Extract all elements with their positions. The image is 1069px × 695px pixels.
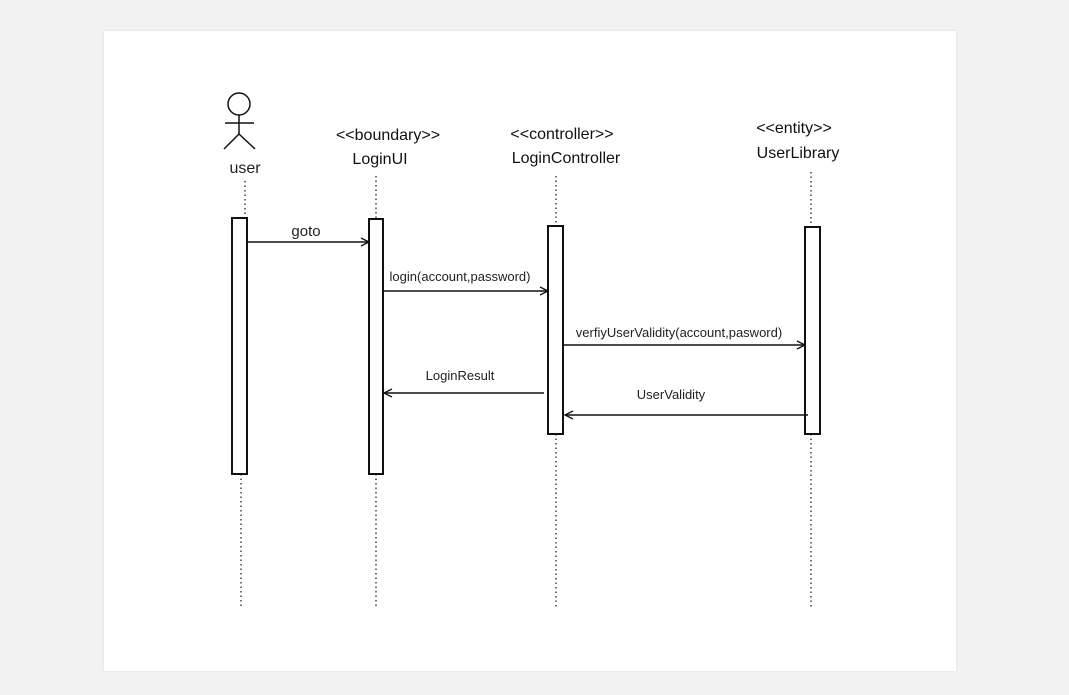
object-name: LoginUI — [352, 151, 407, 168]
actor-user: user — [223, 92, 261, 177]
sequence-diagram: user <<boundary>> LoginUI <<controller>>… — [223, 92, 839, 609]
object-logincontroller: <<controller>> LoginController — [510, 126, 621, 167]
diagram-canvas: user <<boundary>> LoginUI <<controller>>… — [104, 31, 956, 671]
activation-bar-logincontroller — [547, 225, 564, 435]
message-label-login: login(account,password) — [390, 269, 531, 284]
message-label-loginresult: LoginResult — [426, 368, 495, 383]
object-userlibrary: <<entity>> UserLibrary — [756, 120, 839, 162]
object-name: LoginController — [512, 150, 621, 167]
object-stereotype: <<entity>> — [756, 120, 832, 137]
object-stereotype: <<controller>> — [510, 126, 613, 143]
actor-label: user — [229, 160, 261, 177]
stick-figure-icon — [223, 92, 256, 150]
activation-bar-loginui — [368, 218, 384, 475]
object-name: UserLibrary — [757, 145, 840, 162]
message-label-uservalidity: UserValidity — [637, 387, 706, 402]
object-loginui: <<boundary>> LoginUI — [336, 127, 440, 168]
activation-bar-userlibrary — [804, 226, 821, 435]
activation-bar-user — [231, 217, 248, 475]
message-label-goto: goto — [291, 223, 320, 240]
object-stereotype: <<boundary>> — [336, 127, 440, 144]
message-label-verify: verfiyUserValidity(account,pasword) — [576, 325, 782, 340]
